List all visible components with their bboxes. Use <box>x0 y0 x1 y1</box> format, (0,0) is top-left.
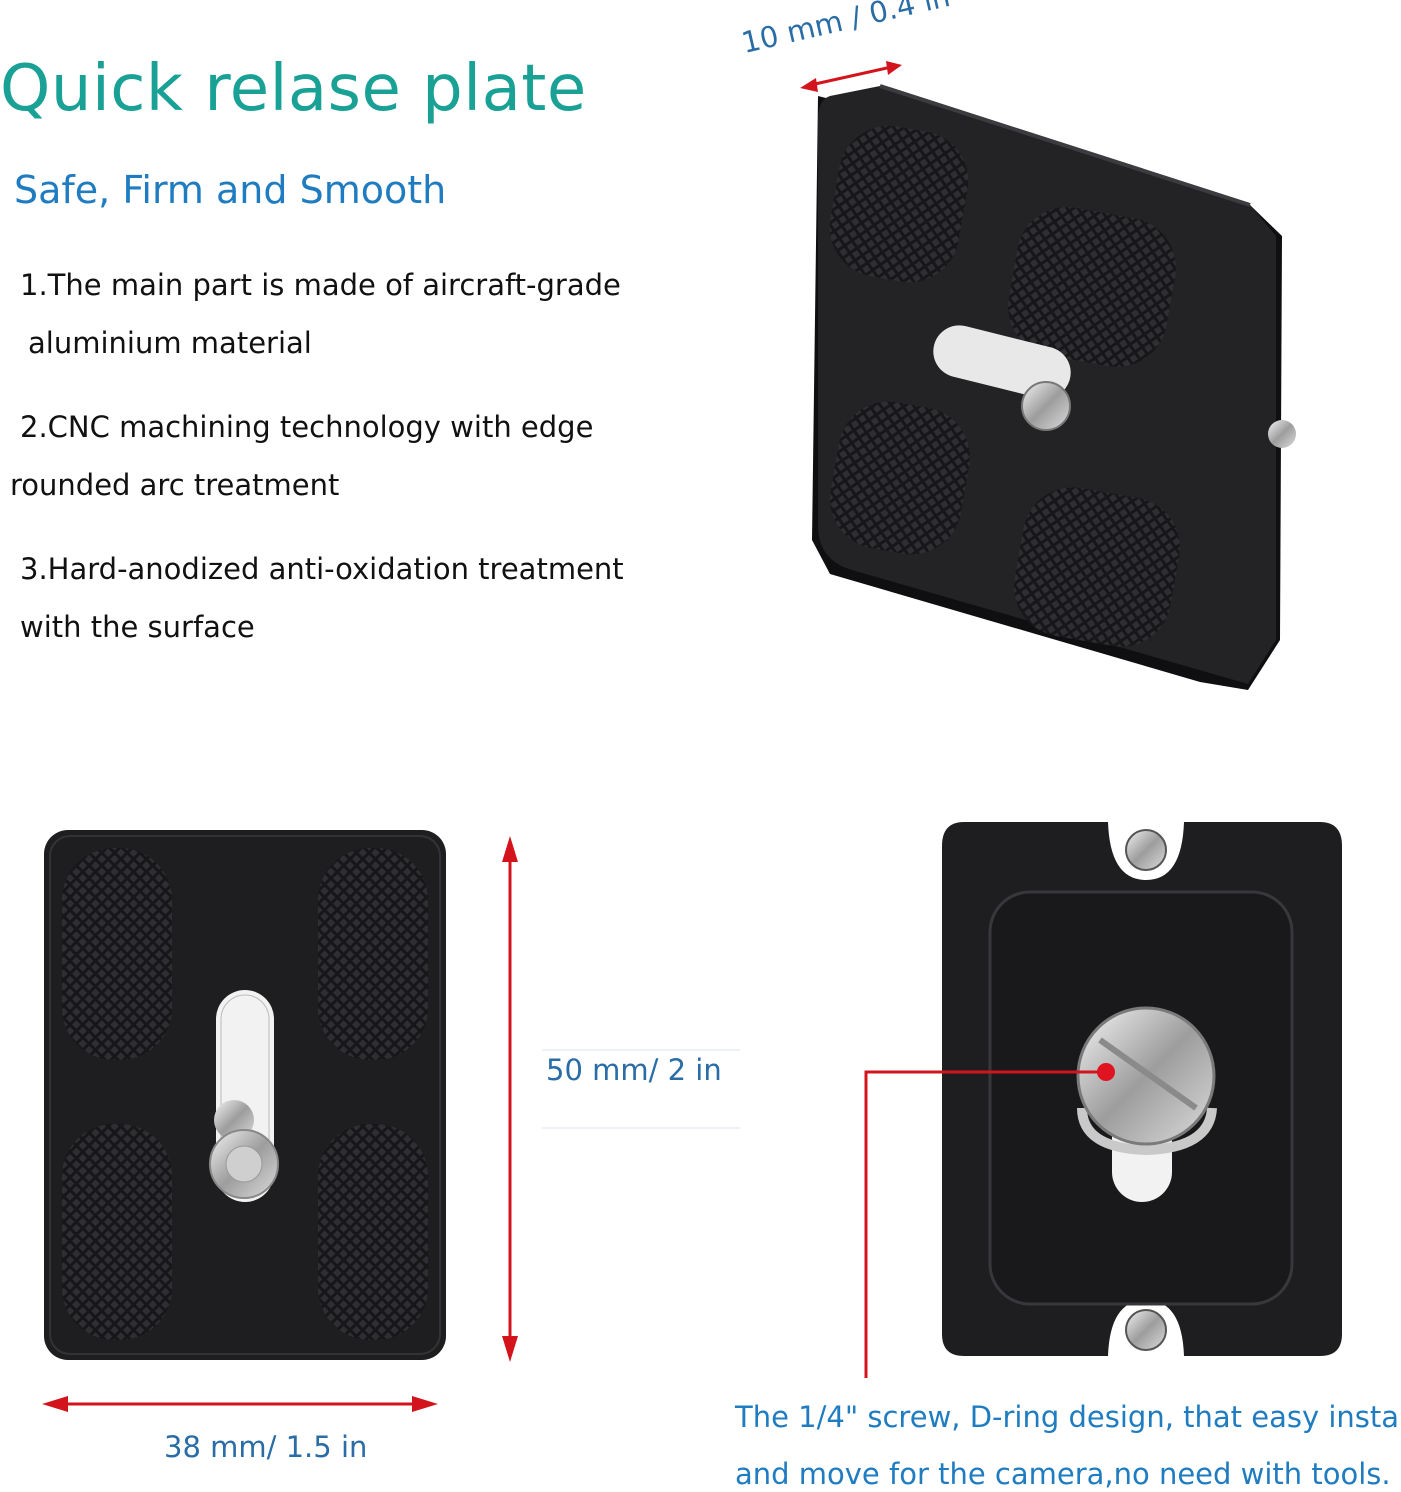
thickness-arrow <box>805 64 897 88</box>
caption-line-1: The 1/4" screw, D-ring design, that easy… <box>735 1400 1401 1434</box>
grip-pad <box>318 1124 428 1340</box>
grip-pad <box>1008 207 1176 367</box>
thickness-label: 10 mm / 0.4 in <box>738 0 954 60</box>
height-label: 50 mm/ 2 in <box>546 1053 722 1087</box>
feature-2-line-2: rounded arc treatment <box>10 468 340 502</box>
page-subtitle: Safe, Firm and Smooth <box>14 168 447 212</box>
feature-1-line-2: aluminium material <box>28 326 312 360</box>
grip-pad <box>829 125 969 283</box>
feature-2-line-1: 2.CNC machining technology with edge <box>20 410 594 444</box>
feature-3-line-1: 3.Hard-anodized anti-oxidation treatment <box>20 552 624 586</box>
grip-pad <box>62 1124 172 1340</box>
screw-callout-line <box>864 1070 1098 1378</box>
feature-3-line-2: with the surface <box>20 610 255 644</box>
grip-pad <box>62 848 172 1060</box>
grip-pad <box>1014 487 1180 647</box>
grip-pad <box>830 401 970 555</box>
feature-1-line-1: 1.The main part is made of aircraft-grad… <box>20 268 621 302</box>
grip-pad <box>318 848 428 1060</box>
width-label: 38 mm/ 1.5 in <box>164 1430 368 1464</box>
caption-line-2: and move for the camera,no need with too… <box>735 1457 1391 1491</box>
page-title: Quick relase plate <box>0 52 587 126</box>
